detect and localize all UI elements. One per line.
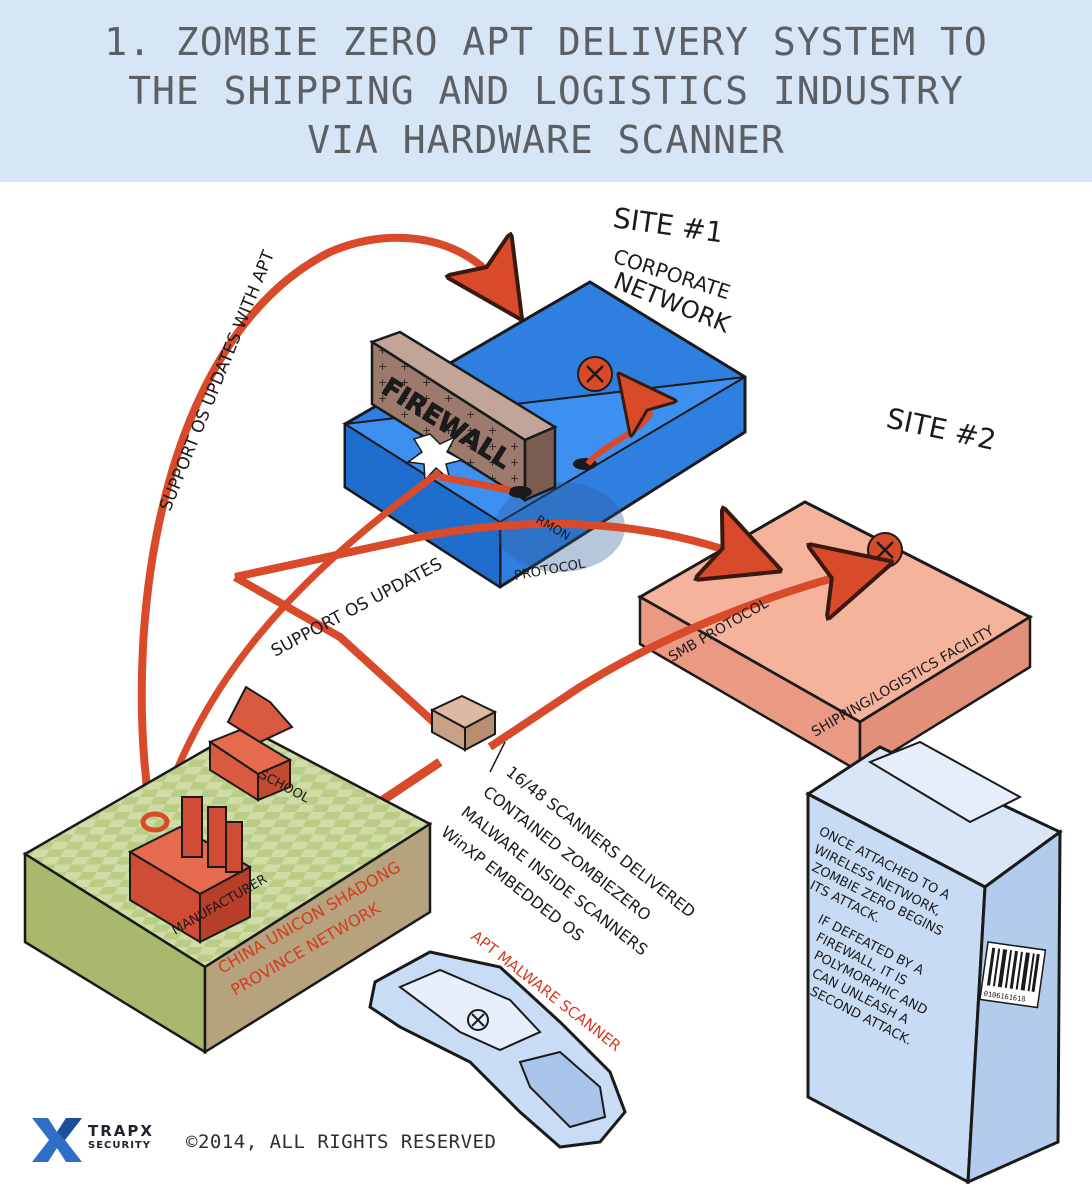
smb-protocol-arrow	[487, 572, 855, 751]
barcode-icon: 0106161618	[979, 941, 1047, 1009]
support-apt-label: SUPPORT OS UPDATES WITH APT	[156, 247, 279, 514]
manufacturer-factory	[127, 796, 253, 944]
copyright-notice: ©2014, ALL RIGHTS RESERVED	[186, 1131, 497, 1153]
title-line-2: THE SHIPPING AND LOGISTICS INDUSTRY	[128, 69, 964, 113]
attack-diagram: + FIREWALL	[22, 201, 1063, 1185]
package-icon	[429, 694, 498, 752]
header-banner	[0, 0, 1092, 182]
title-line-1: 1. ZOMBIE ZERO APT DELIVERY SYSTEM TO	[104, 20, 988, 64]
firewall-wall	[369, 330, 558, 503]
site1-label: SITE #1	[611, 201, 726, 249]
site2-label: SITE #2	[884, 402, 999, 457]
brand-subtitle: SECURITY	[88, 1140, 151, 1151]
apt-scanner-device	[368, 950, 627, 1149]
trapx-logo-icon	[32, 1118, 82, 1162]
page-title: 1. ZOMBIE ZERO APT DELIVERY SYSTEM TO TH…	[0, 18, 1092, 165]
scanner-box	[805, 740, 1063, 1185]
support-os-updates-arrow	[234, 524, 745, 577]
hole-icon	[508, 486, 532, 498]
school-building	[207, 685, 294, 802]
site1-infection-arrow	[585, 396, 650, 466]
support-os-updates-with-apt-arrow	[137, 238, 500, 813]
brand-name: TRAPX	[88, 1122, 154, 1140]
title-line-3: VIA HARDWARE SCANNER	[307, 118, 785, 162]
